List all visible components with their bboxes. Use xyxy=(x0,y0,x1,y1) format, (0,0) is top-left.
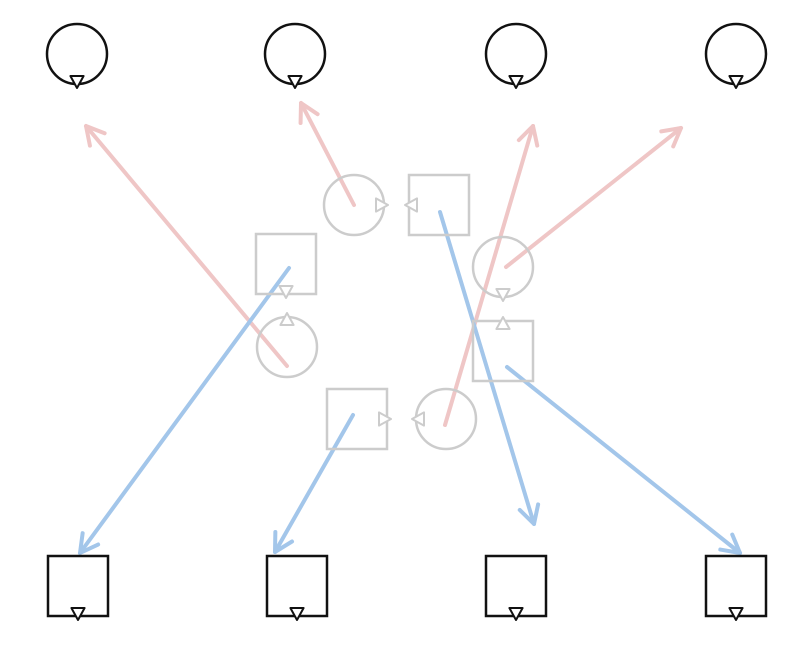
target-shapes-layer xyxy=(45,22,768,621)
source-square-right-arrow xyxy=(505,365,742,555)
source-square-bottom-arrow-shaft xyxy=(273,413,355,554)
source-square-left-triangle-icon xyxy=(278,285,294,299)
source-square-right-arrowhead-icon xyxy=(718,532,742,555)
arrow-layer xyxy=(78,101,742,555)
source-circle-right-arrow xyxy=(504,126,683,269)
target-circle-2-triangle-icon xyxy=(287,75,303,89)
source-square-left-arrow xyxy=(78,266,291,555)
source-square-top-icon xyxy=(404,173,471,237)
source-circle-bottom-triangle-icon xyxy=(411,411,425,427)
target-square-4-triangle-icon xyxy=(728,607,744,621)
source-square-left-arrowhead-icon xyxy=(78,531,101,555)
target-circle-1-triangle-icon xyxy=(69,75,85,89)
source-circle-right-arrowhead-icon xyxy=(659,126,683,149)
target-square-2-icon xyxy=(265,554,329,621)
source-square-bottom-icon xyxy=(325,387,392,451)
source-square-top-arrow-shaft xyxy=(438,210,536,526)
target-circle-3-icon xyxy=(484,22,548,89)
source-circle-top-triangle-icon xyxy=(375,197,389,213)
source-shapes-layer xyxy=(254,173,535,451)
source-square-bottom-arrowhead-icon xyxy=(273,530,295,554)
source-circle-left-triangle-icon xyxy=(279,312,295,326)
source-square-left-arrow-shaft xyxy=(78,266,291,555)
target-circle-4-icon xyxy=(704,22,768,89)
source-circle-left-arrow-shaft xyxy=(84,124,289,368)
target-circle-2-icon xyxy=(263,22,327,89)
target-square-1-triangle-icon xyxy=(70,607,86,621)
target-square-3-icon xyxy=(484,554,548,621)
source-square-bottom-triangle-icon xyxy=(378,411,392,427)
source-square-right-arrow-shaft xyxy=(505,365,742,555)
source-square-left-icon xyxy=(254,232,318,299)
source-circle-top-icon xyxy=(322,173,389,237)
source-circle-right-icon xyxy=(471,235,535,302)
target-circle-4-triangle-icon xyxy=(728,75,744,89)
source-circle-right-triangle-icon xyxy=(495,288,511,302)
target-square-1-icon xyxy=(46,554,110,621)
source-circle-left-icon xyxy=(255,312,319,379)
source-circle-top-arrow-shaft xyxy=(299,101,356,207)
source-circle-bottom-arrow-shaft xyxy=(443,124,535,427)
source-square-right-icon xyxy=(471,316,535,383)
target-square-2-triangle-icon xyxy=(289,607,305,621)
target-circle-1-icon xyxy=(45,22,109,89)
source-circle-left-arrow xyxy=(84,124,289,368)
target-circle-3-triangle-icon xyxy=(508,75,524,89)
source-square-right-triangle-icon xyxy=(495,316,511,330)
target-square-4-icon xyxy=(704,554,768,621)
target-square-3-triangle-icon xyxy=(508,607,524,621)
source-circle-top-arrowhead-icon xyxy=(298,101,320,125)
source-square-top-arrow xyxy=(438,210,541,526)
source-square-top-arrowhead-icon xyxy=(517,502,541,526)
source-circle-bottom-arrowhead-icon xyxy=(516,124,540,148)
source-circle-right-arrow-shaft xyxy=(504,126,683,269)
source-circle-bottom-arrow xyxy=(443,124,540,427)
source-circle-left-arrowhead-icon xyxy=(84,124,107,148)
source-circle-top-arrow xyxy=(298,101,356,207)
source-circle-bottom-icon xyxy=(411,387,478,451)
source-square-bottom-arrow xyxy=(273,413,355,554)
source-square-top-triangle-icon xyxy=(404,197,418,213)
